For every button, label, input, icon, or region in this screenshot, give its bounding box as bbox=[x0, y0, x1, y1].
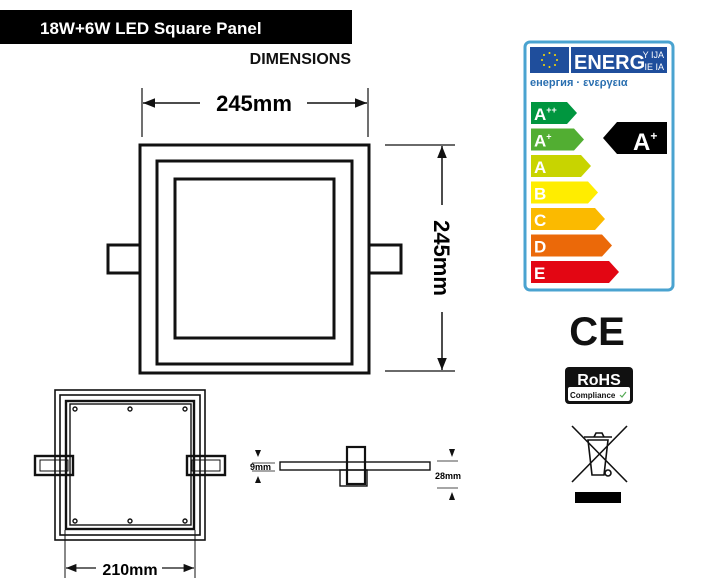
energy-class-bar bbox=[531, 128, 584, 151]
title: 18W+6W LED Square Panel bbox=[40, 19, 262, 38]
subtitle: DIMENSIONS bbox=[250, 51, 352, 68]
energy-class-bar bbox=[531, 261, 619, 283]
height-dimension-label: 245mm bbox=[429, 220, 454, 296]
crossed-out-wheelie-bin-icon bbox=[571, 425, 628, 483]
energy-class-label: A++ bbox=[534, 105, 557, 124]
energy-class-bar bbox=[531, 102, 577, 124]
width-dimension-label: 245mm bbox=[216, 91, 292, 116]
energy-class-label: B bbox=[534, 185, 546, 204]
energy-class-label: A bbox=[534, 158, 546, 177]
svg-text:IE IA: IE IA bbox=[644, 62, 664, 72]
energy-class-label: D bbox=[534, 238, 546, 257]
energy-class-label: C bbox=[534, 211, 546, 230]
back-view: 210mm bbox=[33, 389, 227, 579]
thickness-label: 9mm bbox=[250, 462, 271, 472]
rohs-badge: RoHS Compliance bbox=[565, 367, 633, 404]
front-view: 245mm 245mm bbox=[106, 88, 455, 375]
title-bar bbox=[0, 10, 352, 44]
energy-class-bar bbox=[531, 208, 605, 230]
back-width-label: 210mm bbox=[102, 562, 157, 579]
energy-subtitle: енергия · ενεργεια bbox=[530, 77, 628, 89]
energy-header: ENERG bbox=[574, 52, 645, 74]
energy-class-bar bbox=[531, 234, 612, 257]
energy-class-label: E bbox=[534, 264, 545, 283]
side-view: 9mm 28mm bbox=[250, 445, 461, 500]
ce-mark: CE bbox=[569, 310, 625, 354]
weee-bar bbox=[575, 492, 621, 503]
svg-text:Compliance: Compliance bbox=[570, 391, 616, 400]
eu-flag-icon bbox=[530, 47, 569, 73]
rating-arrow bbox=[603, 122, 667, 154]
rating-label: A+ bbox=[633, 129, 657, 156]
depth-label: 28mm bbox=[435, 471, 461, 481]
svg-text:RoHS: RoHS bbox=[577, 372, 621, 389]
energy-class-bar bbox=[531, 181, 598, 204]
energy-class-label: A+ bbox=[534, 132, 552, 151]
energy-class-bar bbox=[531, 155, 591, 177]
energy-label: ENERG Y IJA IE IA енергия · ενεργεια A++… bbox=[523, 40, 675, 292]
svg-text:Y IJA: Y IJA bbox=[643, 50, 664, 60]
